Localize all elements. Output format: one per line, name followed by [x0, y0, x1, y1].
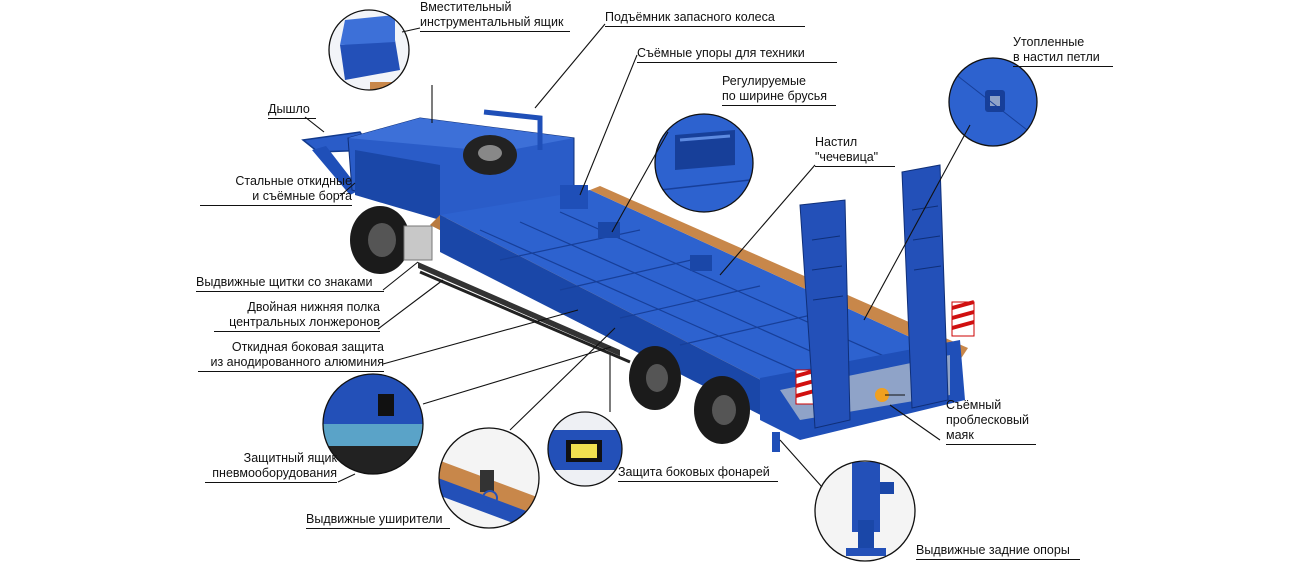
label-beacon: Съёмный проблесковый маяк	[946, 398, 1036, 445]
label-toolbox: Вместительный инструментальный ящик	[420, 0, 570, 32]
leader-lines	[304, 23, 971, 488]
label-sign-shields: Выдвижные щитки со знаками	[196, 275, 384, 292]
label-pneumatic-box: Защитный ящик пневмооборудования	[205, 451, 337, 483]
label-rear-supports: Выдвижные задние опоры	[916, 543, 1080, 560]
detail-rear-supports	[814, 460, 916, 562]
detail-toolbox	[328, 9, 410, 91]
detail-loops	[948, 57, 1038, 147]
detail-beams	[654, 113, 754, 213]
label-side-light-protection: Защита боковых фонарей	[618, 465, 778, 482]
trailer-body	[301, 109, 975, 452]
label-lower-shelf: Двойная нижняя полка центральных лонжеро…	[214, 300, 380, 332]
label-extenders: Выдвижные уширители	[306, 512, 450, 529]
detail-side-light	[547, 411, 623, 487]
label-recessed-loops: Утопленные в настил петли	[1013, 35, 1113, 67]
label-adjustable-beams: Регулируемые по ширине брусья	[722, 74, 836, 106]
label-drawbar: Дышло	[268, 102, 316, 119]
detail-pneumatic-box	[322, 373, 424, 475]
label-side-protection: Откидная боковая защита из анодированног…	[198, 340, 384, 372]
label-side-boards: Стальные откидные и съёмные борта	[200, 174, 352, 206]
detail-extenders	[438, 427, 540, 529]
label-spare-wheel-lift: Подъёмник запасного колеса	[605, 10, 805, 27]
label-removable-stops: Съёмные упоры для техники	[637, 46, 837, 63]
label-deck: Настил "чечевица"	[815, 135, 895, 167]
